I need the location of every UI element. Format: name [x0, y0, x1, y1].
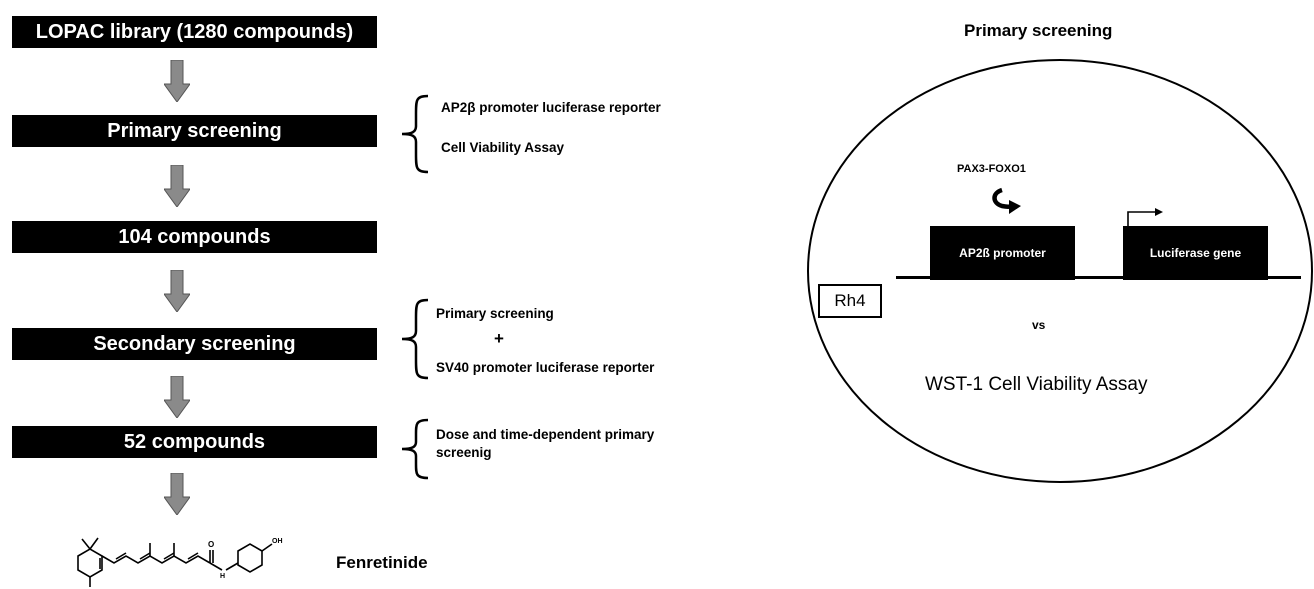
fenretinide-label: Fenretinide [336, 553, 428, 572]
note-primary-screening: Primary screening [436, 306, 554, 321]
transcription-start-icon [1127, 208, 1163, 228]
carbonyl-o-label: O [208, 540, 214, 549]
step-primary-screening: Primary screening [12, 115, 377, 147]
cell-line-box: Rh4 [818, 284, 882, 318]
fenretinide-structure: O H OH [77, 537, 283, 587]
note-plus: + [494, 329, 504, 348]
luciferase-box: Luciferase gene [1123, 226, 1268, 280]
step-104-compounds: 104 compounds [12, 221, 377, 253]
step-lopac-library: LOPAC library (1280 compounds) [12, 16, 377, 48]
brace-icon [401, 298, 429, 380]
fusion-label: PAX3-FOXO1 [957, 163, 1026, 175]
dna-line [896, 276, 1301, 279]
down-arrow-icon [164, 376, 190, 418]
binding-arrow-icon [992, 187, 1021, 214]
brace-icon [401, 418, 429, 480]
promoter-box: AP2ß promoter [930, 226, 1075, 280]
vs-label: vs [1032, 318, 1046, 332]
note-cell-viability: Cell Viability Assay [441, 140, 565, 155]
down-arrow-icon [164, 60, 190, 102]
brace-icon [401, 94, 429, 174]
note-dose-time-cont: screenig [436, 445, 492, 460]
step-secondary-screening: Secondary screening [12, 328, 377, 360]
note-sv40-reporter: SV40 promoter luciferase reporter [436, 360, 655, 375]
panel-title: Primary screening [964, 21, 1113, 40]
step-52-compounds: 52 compounds [12, 426, 377, 458]
cell-ellipse [807, 59, 1313, 483]
note-dose-time: Dose and time-dependent primary [436, 427, 655, 442]
down-arrow-icon [164, 270, 190, 312]
assay-label: WST-1 Cell Viability Assay [925, 374, 1148, 395]
amide-h-label: H [220, 573, 225, 580]
down-arrow-icon [164, 473, 190, 515]
note-ap2b-reporter: AP2β promoter luciferase reporter [441, 100, 661, 115]
hydroxyl-label: OH [272, 538, 283, 545]
down-arrow-icon [164, 165, 190, 207]
